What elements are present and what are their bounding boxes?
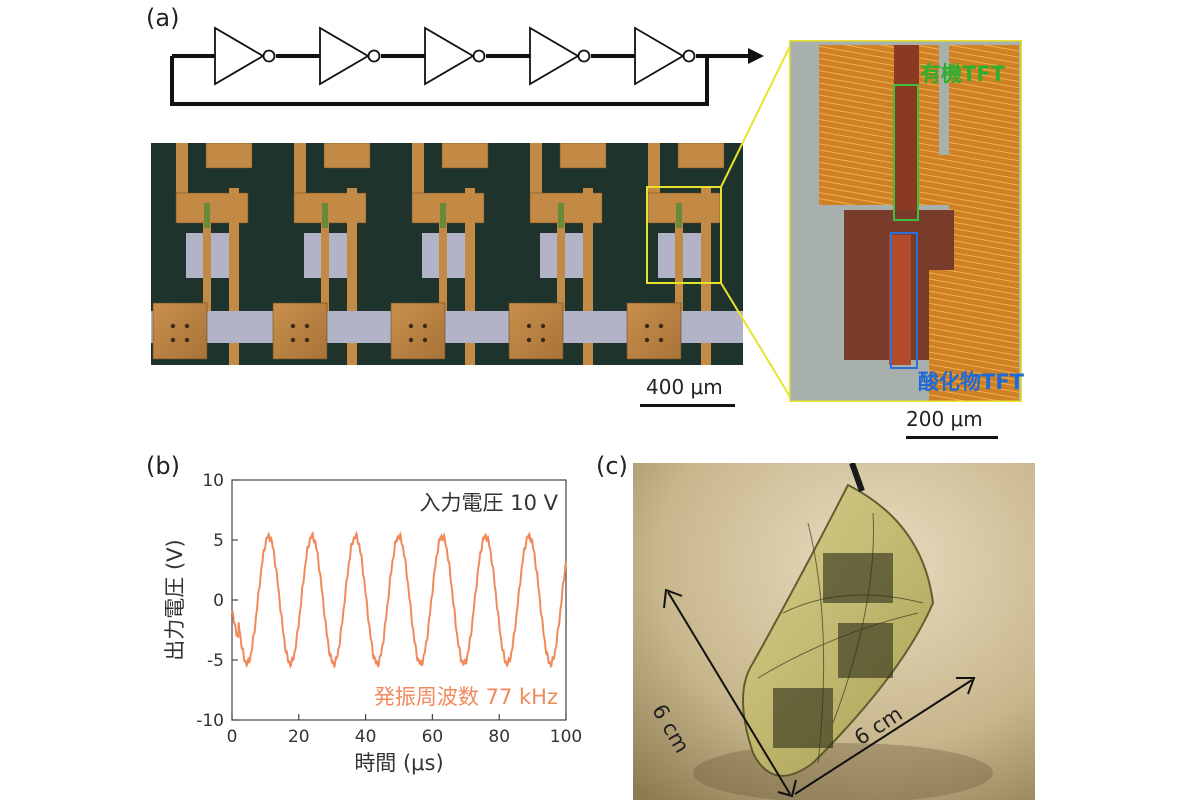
inverter-4-icon [529,26,580,86]
output-arrow-icon [748,48,764,64]
arrow-head-top-left-icon [663,588,683,609]
panel-a-label: (a) [146,4,180,32]
inverter-2-icon [319,26,370,86]
x-axis-title: 時間 (μs) [354,751,443,775]
tft-inset-micrograph [789,40,1022,402]
panel-c-label: (c) [596,452,628,480]
scale-label-inset: 200 μm [906,407,983,431]
x-tick-label: 20 [288,727,310,747]
x-tick-label: 60 [422,727,444,747]
organic-tft-label: 有機TFT [920,62,1005,86]
arrow-head-bottom-icon [777,779,797,798]
input-voltage-annotation: 入力電圧 10 V [420,491,559,515]
oscillation-chart: 0 20 40 60 80 100 -10 -5 0 5 10 時間 (μs) 出力電圧 (V) 入力電圧… [163,471,582,775]
zoom-connector-lines [720,41,793,401]
x-tick-label: 80 [488,727,510,747]
inverter-1-icon [214,26,265,86]
y-tick-label: 10 [202,471,224,491]
y-tick-label: -10 [196,711,224,731]
x-tick-label: 0 [227,727,238,747]
inverter-5-icon [634,26,685,86]
y-tick-label: 0 [213,591,224,611]
flexible-film-photo [633,463,1035,800]
output-voltage-series [231,530,567,669]
arrow-head-right-icon [956,677,976,695]
zoom-box [646,186,722,284]
x-tick-label: 100 [550,727,582,747]
dimension-arrows [663,588,976,798]
circuit-micrograph [151,143,743,365]
oxide-tft-label: 酸化物TFT [918,370,1024,394]
y-axis-title: 出力電圧 (V) [163,539,187,660]
x-tick-label: 40 [355,727,377,747]
panel-b-label: (b) [146,452,180,480]
scale-label-main: 400 μm [646,375,723,399]
oxide-tft-box [890,232,918,369]
inverter-3-icon [424,26,475,86]
scale-bar-inset [906,436,998,439]
frequency-annotation: 発振周波数 77 kHz [374,685,558,709]
y-tick-label: -5 [207,651,224,671]
ring-oscillator-schematic [170,26,764,106]
plot-frame [231,479,567,721]
scale-bar-main [640,404,735,407]
organic-tft-box [893,84,919,221]
y-tick-label: 5 [213,531,224,551]
